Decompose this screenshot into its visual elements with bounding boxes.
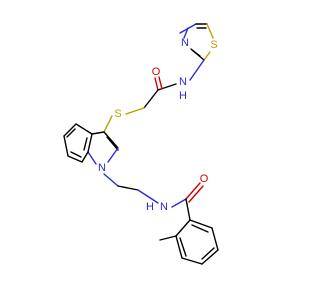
bond-n1-c7a [87,151,97,165]
bond-ar4-ar5 [201,249,219,265]
amide-linker-1 [125,59,205,115]
bond-ar1-ar2 [175,219,191,237]
bond-c6-c7-double [70,151,82,158]
atom-n-indole: N [98,162,106,174]
bond-ch2-s [125,107,145,115]
bond-c4-c5 [63,123,77,137]
atom-h-amide2: H [146,201,154,213]
atom-labels: S N O N H S N N H O [98,37,218,213]
bond-c5-c6 [63,135,69,157]
bond-c3-c2-double [106,136,119,151]
atom-o-amide1: O [152,66,161,78]
bond-c3-c2 [103,131,119,149]
methylphenyl-ring [159,219,219,265]
atom-n-amide2: N [160,201,168,213]
bond-c7a-c3a [87,133,93,153]
bond-ar6-ar1 [189,219,213,229]
bond-c5-s [206,23,214,39]
bond-ar4-ar5-double [201,247,215,260]
atom-h-amide1: H [179,90,187,102]
bond-carbonyl2-o [185,182,201,200]
bond-c7a-c3a-double [83,137,88,151]
bond-ar2-ar3 [175,235,183,259]
atom-s-thiazole: S [210,39,217,51]
bond-n-c4 [183,27,189,39]
bond-ar3-ar4 [181,257,203,265]
bond-carbonyl-ch2 [143,89,159,109]
bond-ar2-ar3-double [179,237,187,257]
bond-n1-ch2 [103,173,119,187]
bond-ar2-methyl [159,235,177,241]
bond-carbonyl-o-double [158,76,163,90]
bond-carbonyl2-o-double [188,185,204,203]
atom-n-thiazole: N [181,37,189,49]
thiazole-ring [179,23,214,61]
bond-c7-c7a [81,151,89,163]
atom-o-amide2: O [200,173,209,185]
bond-c3a-c3 [91,131,105,135]
amide-linker-2 [171,182,204,221]
bond-ar5-ar6 [211,227,219,251]
bond-c6-c7 [67,155,83,163]
bond-carbonyl-o [154,77,159,91]
bond-ar6-ar1-double [191,224,209,233]
bond-nh-carbonyl2 [171,198,187,208]
bond-s-c2 [203,51,211,61]
bond-nh-carbonyl [157,83,177,91]
bond-c3a-c4 [75,123,93,135]
bond-ch2-ch2 [117,185,139,191]
ethyl-linker [103,173,159,204]
bond-ch2-nh [137,189,159,204]
indole-ring [63,115,119,165]
bond-c2-nh [189,59,205,81]
bond-c2-n-double [190,48,201,57]
molecule-structure-diagram: S N O N H S N N H O [63,23,219,265]
bond-s-c3 [103,115,113,133]
atom-s-thioether: S [114,108,121,120]
bond-carbonyl2-aryl [185,198,191,221]
bond-c2-n1 [107,147,119,163]
atom-n-amide1: N [179,76,187,88]
bond-c4-c5-double [66,128,76,138]
